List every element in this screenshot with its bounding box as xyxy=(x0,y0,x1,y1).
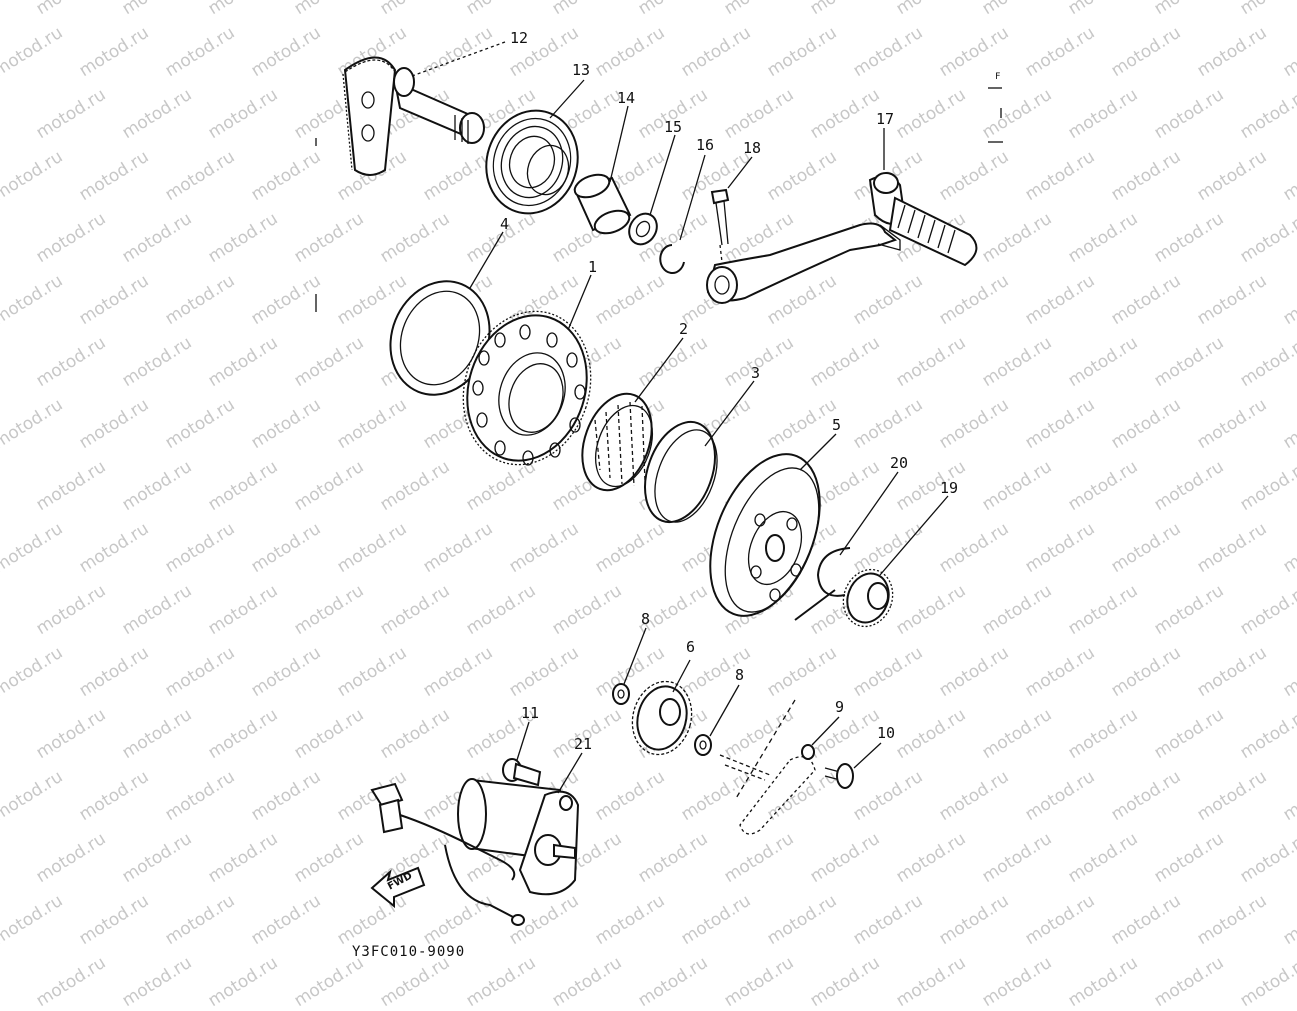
starter-bolt xyxy=(502,758,542,787)
orientation-label: F xyxy=(995,72,1001,82)
callout-1: 1 xyxy=(588,258,598,276)
kick-pedal-arm xyxy=(706,172,978,304)
kick-spring-housing xyxy=(485,109,579,215)
callout-14: 14 xyxy=(617,89,636,107)
callout-13: 13 xyxy=(572,61,591,79)
circlip xyxy=(659,244,685,274)
idler-washer xyxy=(612,683,630,705)
callout-17: 17 xyxy=(876,110,895,128)
callout-18: 18 xyxy=(743,139,762,157)
callout-3: 3 xyxy=(751,364,761,382)
leader-lines xyxy=(411,41,949,794)
callout-12: 12 xyxy=(510,29,529,47)
starter-motor xyxy=(457,778,580,896)
kick-pedal-bolt xyxy=(710,188,730,263)
one-way-clutch xyxy=(581,392,653,492)
idler-gear xyxy=(631,680,693,756)
forward-arrow-icon xyxy=(370,866,426,909)
orientation-mark-icon xyxy=(315,87,1003,312)
callout-15: 15 xyxy=(664,118,683,136)
callout-11: 11 xyxy=(521,704,540,722)
callout-10: 10 xyxy=(877,724,896,742)
kick-shaft-collar xyxy=(573,173,632,235)
exploded-parts-diagram xyxy=(315,41,1003,926)
drive-pinion xyxy=(842,568,894,628)
callout-2: 2 xyxy=(679,320,689,338)
callout-5: 5 xyxy=(832,416,842,434)
spring-clip xyxy=(794,547,851,621)
callout-21: 21 xyxy=(574,735,593,753)
callout-19: 19 xyxy=(940,479,959,497)
washer xyxy=(628,212,658,246)
idler-shaft xyxy=(719,699,816,835)
callout-8-right: 8 xyxy=(735,666,745,684)
callout-4: 4 xyxy=(500,215,510,233)
idler-washer xyxy=(694,734,712,756)
callout-6: 6 xyxy=(686,638,696,656)
callout-9: 9 xyxy=(835,698,845,716)
callout-8-left: 8 xyxy=(641,610,651,628)
clutch-ring xyxy=(644,420,718,524)
starter-ring-gear xyxy=(462,310,592,466)
pinion-shaft-bolt xyxy=(824,763,854,789)
drawing-code: Y3FC010-9090 xyxy=(352,944,466,960)
callout-20: 20 xyxy=(890,454,909,472)
starter-cable xyxy=(370,782,525,926)
kick-gear-segment xyxy=(342,56,485,176)
callout-16: 16 xyxy=(696,136,715,154)
